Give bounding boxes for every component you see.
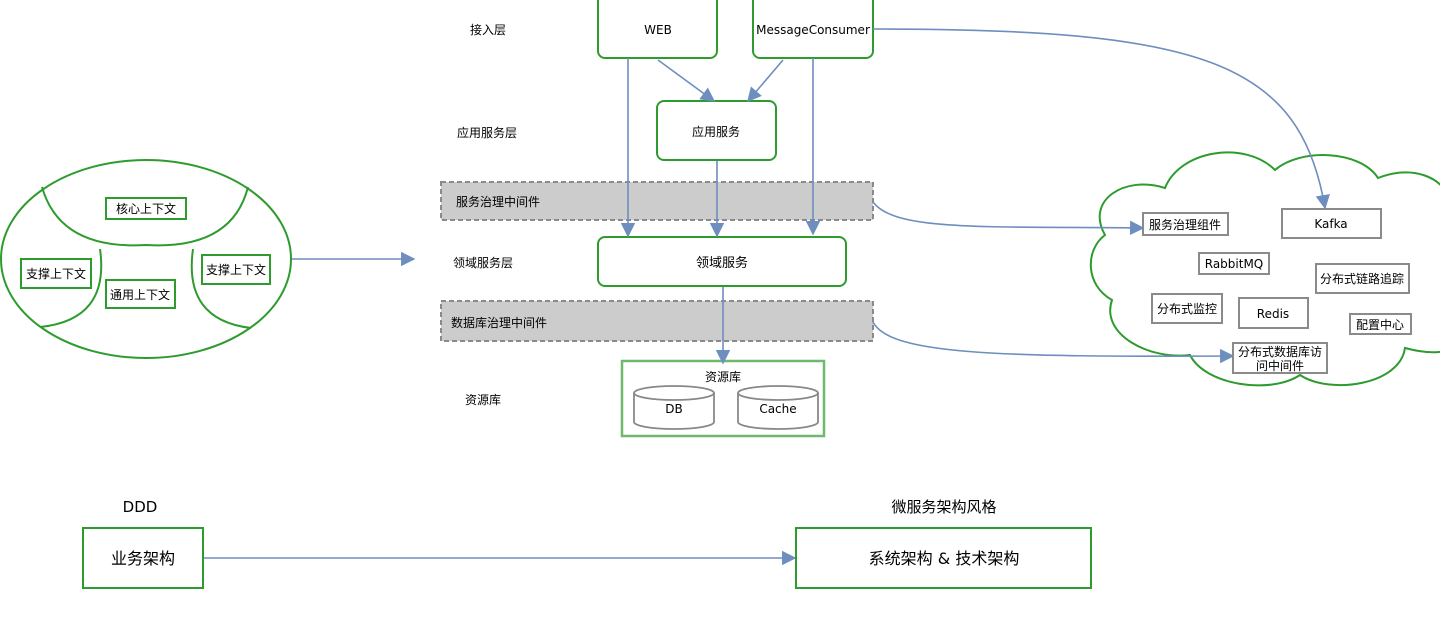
business-architecture-label: 业务架构: [111, 549, 175, 568]
layer-label-access: 接入层: [470, 22, 506, 37]
arrow-consumer-to-kafka: [872, 28, 1330, 210]
db-governance-middleware-band: 数据库治理中间件: [440, 300, 874, 342]
db-cylinder: DB: [633, 385, 715, 430]
support-context-right-label: 支撑上下文: [206, 262, 266, 277]
ddd-title: DDD: [123, 498, 158, 516]
domain-service-node: 领域服务: [597, 236, 847, 287]
support-context-right-box: 支撑上下文: [201, 254, 271, 285]
core-context-box: 核心上下文: [105, 197, 187, 220]
bounded-context-ellipse: 核心上下文 支撑上下文 通用上下文 支撑上下文: [0, 159, 292, 359]
rabbitmq-box: RabbitMQ: [1198, 252, 1270, 275]
rabbitmq-label: RabbitMQ: [1205, 257, 1264, 271]
arrow-service-mw-to-governance-component: [872, 201, 1145, 236]
message-consumer-node: MessageConsumer: [752, 0, 874, 59]
cache-cylinder: Cache: [737, 385, 819, 430]
distributed-tracing-box: 分布式链路追踪: [1315, 263, 1410, 294]
distributed-monitoring-label: 分布式监控: [1157, 302, 1217, 316]
core-context-label: 核心上下文: [116, 201, 176, 216]
support-context-left-box: 支撑上下文: [20, 258, 92, 289]
db-governance-middleware-label: 数据库治理中间件: [451, 315, 547, 330]
app-service-node: 应用服务: [656, 100, 777, 161]
distributed-db-access-label-line2: 问中间件: [1256, 358, 1304, 373]
microservice-style-title: 微服务架构风格: [891, 498, 996, 516]
web-node-label: WEB: [644, 23, 672, 37]
system-tech-architecture-label: 系统架构 & 技术架构: [869, 549, 1020, 568]
system-tech-architecture-box: 系统架构 & 技术架构: [795, 527, 1092, 589]
redis-box: Redis: [1238, 297, 1309, 329]
layer-label-resource: 资源库: [465, 392, 501, 407]
db-label: DB: [665, 402, 682, 416]
distributed-db-access-label-line1: 分布式数据库访: [1238, 344, 1322, 359]
distributed-monitoring-box: 分布式监控: [1151, 293, 1223, 324]
config-center-box: 配置中心: [1349, 313, 1412, 335]
arrow-db-mw-to-db-access: [872, 321, 1235, 364]
service-governance-middleware-band: 服务治理中间件: [440, 181, 874, 221]
cache-label: Cache: [759, 402, 796, 416]
service-governance-component-label: 服务治理组件: [1149, 217, 1221, 232]
arrow-web-to-app: [657, 59, 716, 102]
business-architecture-box: 业务架构: [82, 527, 204, 589]
domain-service-label: 领域服务: [696, 255, 748, 271]
layer-label-domain: 领域服务层: [453, 255, 513, 270]
distributed-db-access-box: 分布式数据库访 问中间件: [1232, 342, 1328, 374]
resource-repo-label: 资源库: [705, 369, 741, 384]
message-consumer-label: MessageConsumer: [756, 23, 870, 37]
app-service-label: 应用服务: [692, 124, 740, 139]
config-center-label: 配置中心: [1356, 317, 1404, 332]
web-node: WEB: [597, 0, 718, 59]
distributed-tracing-label: 分布式链路追踪: [1320, 271, 1404, 286]
arrow-consumer-to-app: [747, 59, 784, 103]
support-context-left-label: 支撑上下文: [26, 266, 86, 281]
generic-context-label: 通用上下文: [110, 287, 170, 302]
service-governance-component-box: 服务治理组件: [1142, 212, 1229, 236]
redis-label: Redis: [1257, 307, 1289, 321]
layer-label-app: 应用服务层: [457, 125, 517, 140]
service-governance-middleware-label: 服务治理中间件: [456, 194, 540, 209]
kafka-box: Kafka: [1281, 208, 1382, 239]
generic-context-box: 通用上下文: [105, 279, 176, 309]
kafka-label: Kafka: [1314, 217, 1347, 231]
